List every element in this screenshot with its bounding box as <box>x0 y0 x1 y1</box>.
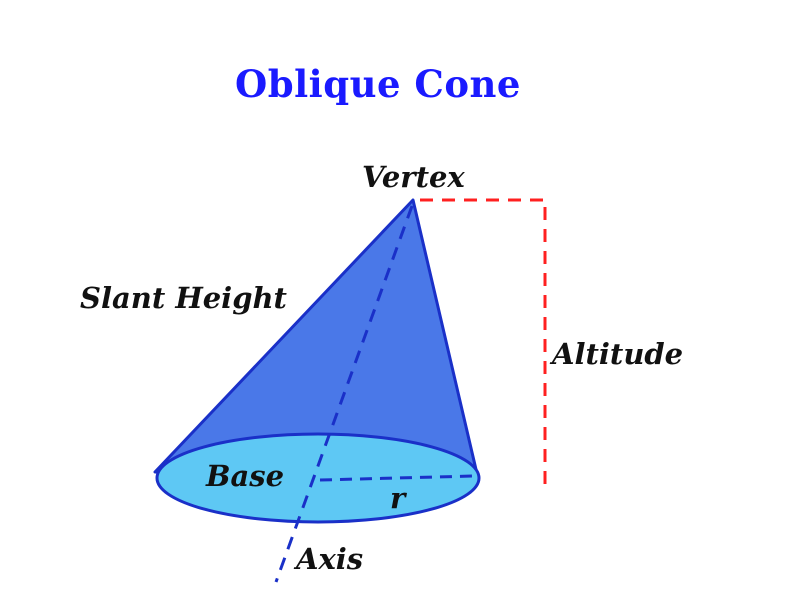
axis-label: Axis <box>296 542 364 576</box>
slant-height-label: Slant Height <box>80 281 287 315</box>
diagram-title: Oblique Cone <box>235 62 521 106</box>
radius-label: r <box>390 481 406 515</box>
axis-line <box>274 205 414 583</box>
altitude-line <box>420 198 547 488</box>
base-label: Base <box>206 459 285 493</box>
radius-line <box>319 474 475 482</box>
vertex-label: Vertex <box>362 160 465 194</box>
altitude-label: Altitude <box>552 337 684 371</box>
cone-base <box>155 432 481 524</box>
